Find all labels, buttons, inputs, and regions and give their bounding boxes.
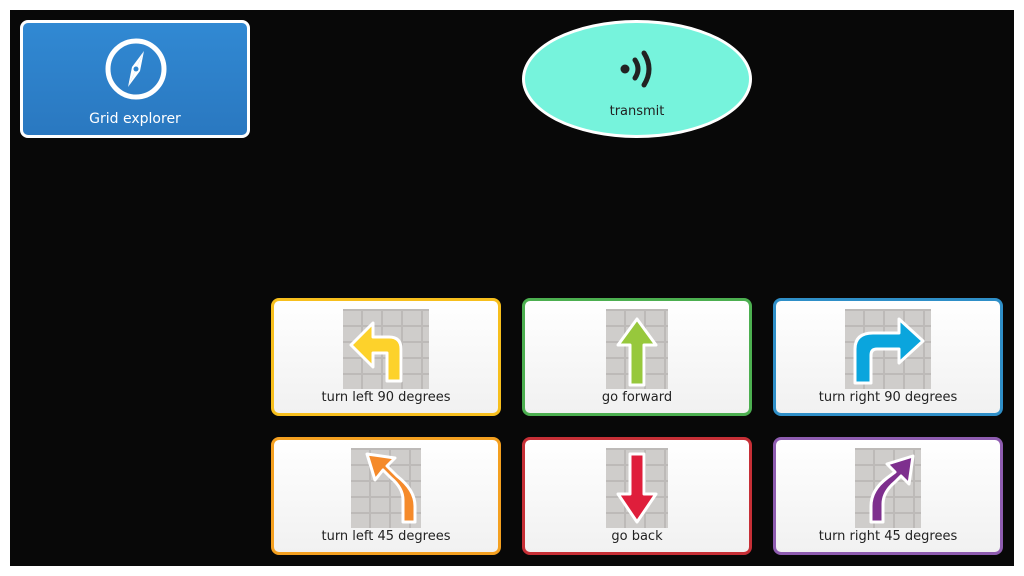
transmit-label: transmit bbox=[609, 104, 665, 119]
command-turn-left-45-degrees-button[interactable]: turn left 45 degrees bbox=[271, 437, 501, 555]
command-label: go back bbox=[611, 529, 663, 544]
command-label: turn left 45 degrees bbox=[321, 529, 451, 544]
command-go-forward-button[interactable]: go forward bbox=[522, 298, 752, 416]
grid-explorer-button[interactable]: Grid explorer bbox=[20, 20, 250, 138]
command-turn-right-45-degrees-button[interactable]: turn right 45 degrees bbox=[773, 437, 1003, 555]
arrow-down-icon bbox=[606, 448, 668, 528]
arrow-turn-right-45-icon bbox=[855, 448, 921, 528]
arrow-up-icon bbox=[606, 309, 668, 389]
grid-explorer-label: Grid explorer bbox=[89, 111, 181, 127]
arrow-turn-right-90-icon bbox=[845, 309, 931, 389]
command-turn-right-90-degrees-button[interactable]: turn right 90 degrees bbox=[773, 298, 1003, 416]
command-label: turn right 90 degrees bbox=[818, 390, 958, 405]
command-label: turn right 45 degrees bbox=[818, 529, 958, 544]
arrow-turn-left-90-icon bbox=[343, 309, 429, 389]
transmit-button[interactable]: transmit bbox=[522, 20, 752, 138]
arrow-turn-left-45-icon bbox=[351, 448, 421, 528]
command-turn-left-90-degrees-button[interactable]: turn left 90 degrees bbox=[271, 298, 501, 416]
compass-icon bbox=[105, 38, 167, 100]
command-label: turn left 90 degrees bbox=[321, 390, 451, 405]
command-go-back-button[interactable]: go back bbox=[522, 437, 752, 555]
stage: Grid explorer transmit turn left 90 degr… bbox=[10, 10, 1014, 566]
signal-icon bbox=[620, 50, 652, 88]
command-label: go forward bbox=[601, 390, 673, 405]
